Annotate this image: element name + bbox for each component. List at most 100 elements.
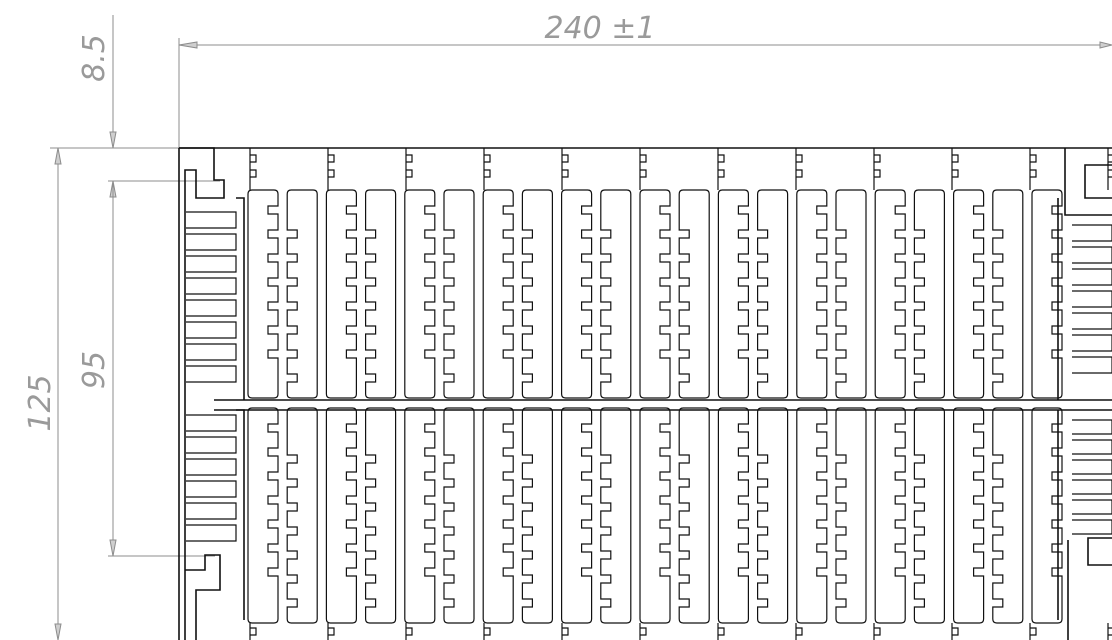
left-fin [186, 211, 237, 229]
fin-column-lower [639, 407, 671, 624]
right-fin [1072, 246, 1112, 264]
bottom-post [795, 623, 803, 640]
fin-column-lower [757, 407, 789, 624]
left-fin [186, 299, 237, 317]
top-offset-label: 8.5 [77, 34, 112, 82]
right-fin [1072, 479, 1112, 495]
fin-column-lower [913, 407, 945, 624]
bottom-post [249, 623, 257, 640]
fin-column-lower [325, 407, 357, 624]
top-post [561, 148, 569, 190]
right-fin [1072, 312, 1112, 330]
fin-column-lower [286, 407, 318, 624]
fin-column-lower [561, 407, 593, 624]
bottom-post [873, 623, 881, 640]
fin-column-lower [600, 407, 632, 624]
left-flange-lower [185, 554, 221, 640]
right-fin [1072, 334, 1112, 352]
left-fin [186, 502, 237, 520]
top-post [873, 148, 881, 190]
left-fin [186, 436, 237, 454]
bottom-post [1107, 623, 1112, 640]
fin-column-upper [443, 189, 475, 399]
bottom-post [1029, 623, 1037, 640]
right-fin [1072, 499, 1112, 515]
fin-column-upper [325, 189, 357, 399]
inner-height-label: 95 [77, 351, 112, 389]
fin-column-lower [992, 407, 1024, 624]
fin-column-upper [717, 189, 749, 399]
heatsink-profile [178, 147, 1112, 640]
left-fin [186, 277, 237, 295]
total-height-label: 125 [23, 374, 58, 431]
right-fin [1072, 439, 1112, 455]
dimension-inner-height: 95 [77, 180, 220, 557]
fin-column-lower [247, 407, 279, 624]
top-post [795, 148, 803, 190]
top-post [1029, 148, 1037, 190]
bottom-post [483, 623, 491, 640]
fin-column-upper [286, 189, 318, 399]
bottom-post [717, 623, 725, 640]
fin-column-lower [953, 407, 985, 624]
dimension-width: 240 ±1 [178, 11, 1112, 148]
fin-column-upper [835, 189, 867, 399]
fin-column-upper [913, 189, 945, 399]
dimension-total-height: 125 [23, 147, 180, 640]
top-post [951, 148, 959, 190]
center-web [214, 399, 1112, 411]
fin-column-lower [1031, 407, 1063, 624]
fin-column-lower [835, 407, 867, 624]
right-fin [1072, 459, 1112, 475]
right-fin [1072, 419, 1112, 435]
left-fin [186, 524, 237, 542]
fin-column-lower [521, 407, 553, 624]
top-post [1107, 148, 1112, 190]
left-side-fins [186, 197, 245, 620]
left-fin [186, 321, 237, 339]
left-fin [186, 414, 237, 432]
top-post [717, 148, 725, 190]
fin-column-upper [639, 189, 671, 399]
right-flange [1064, 148, 1112, 216]
left-fin [186, 233, 237, 251]
left-fin [186, 343, 237, 361]
fin-column-upper [247, 189, 279, 399]
fin-column-lower [717, 407, 749, 624]
bottom-post [327, 623, 335, 640]
fin-column-lower [365, 407, 397, 624]
left-fin [186, 480, 237, 498]
fin-column-upper [521, 189, 553, 399]
fin-column-lower [678, 407, 710, 624]
left-fin [186, 255, 237, 273]
right-flange-lower [1067, 537, 1112, 640]
fin-column-upper [992, 189, 1024, 399]
fin-column-upper [953, 189, 985, 399]
bottom-post [951, 623, 959, 640]
fin-column-upper [757, 189, 789, 399]
left-flange [178, 147, 225, 640]
fin-column-lower [796, 407, 828, 624]
fin-column-upper [404, 189, 436, 399]
right-fin [1072, 290, 1112, 308]
right-fin [1072, 519, 1112, 535]
fin-column-upper [365, 189, 397, 399]
fin-column-upper [874, 189, 906, 399]
top-post [249, 148, 257, 190]
fin-column-lower [404, 407, 436, 624]
fin-column-lower [482, 407, 514, 624]
top-post [639, 148, 647, 190]
left-fin [186, 458, 237, 476]
right-fin [1072, 356, 1112, 374]
fin-column-upper [1031, 189, 1063, 399]
bottom-post [405, 623, 413, 640]
top-post [405, 148, 413, 190]
right-fin [1072, 268, 1112, 286]
left-spine [236, 197, 245, 620]
fin-column-upper [796, 189, 828, 399]
fin-column-upper [482, 189, 514, 399]
top-post [327, 148, 335, 190]
bottom-post [561, 623, 569, 640]
fin-column-upper [600, 189, 632, 399]
